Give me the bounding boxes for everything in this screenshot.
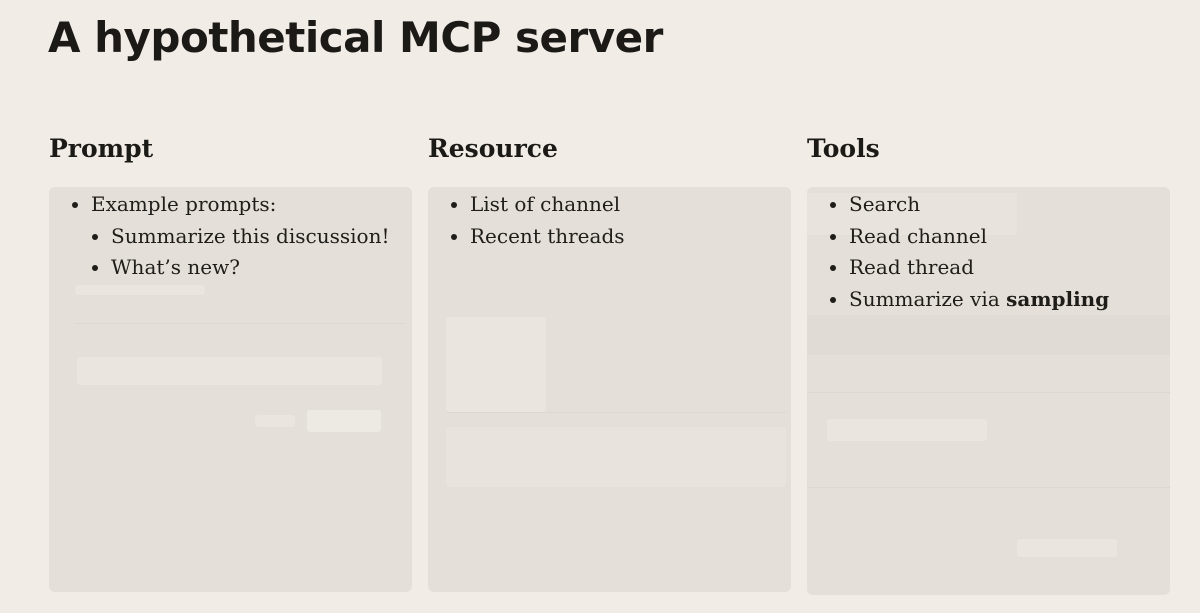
faded-divider <box>75 323 405 324</box>
list-item: Read channel <box>849 221 1109 253</box>
faded-divider <box>807 392 1170 393</box>
prompt-list: Example prompts: Summarize this discussi… <box>49 189 390 284</box>
resource-panel: List of channel Recent threads <box>428 187 791 592</box>
list-item: List of channel <box>470 189 625 221</box>
prompt-sublist: Summarize this discussion! What’s new? <box>91 221 390 284</box>
faded-divider <box>446 412 786 413</box>
faded-divider <box>807 487 1170 488</box>
emphasis-text: sampling <box>1006 286 1110 311</box>
prompt-column: Prompt Example prompts: Summarize this d… <box>49 130 412 592</box>
tools-list: Search Read channel Read thread Summariz… <box>807 189 1109 315</box>
list-item: What’s new? <box>111 252 390 284</box>
resource-list: List of channel Recent threads <box>428 189 625 252</box>
tools-panel: Search Read channel Read thread Summariz… <box>807 187 1170 595</box>
list-item: Search <box>849 189 1109 221</box>
faded-field <box>827 419 987 441</box>
slide-title: A hypothetical MCP server <box>48 13 663 62</box>
resource-heading: Resource <box>428 134 558 163</box>
faded-banner <box>807 315 1170 355</box>
faded-form-label <box>75 285 205 295</box>
list-item: Summarize this discussion! <box>111 221 390 253</box>
prompt-panel: Example prompts: Summarize this discussi… <box>49 187 412 592</box>
list-item-label: Summarize via <box>849 286 1007 311</box>
list-item-label: Example prompts: <box>91 192 277 216</box>
list-item: Summarize via sampling <box>849 284 1109 316</box>
faded-submit-button <box>307 410 381 432</box>
prompt-heading: Prompt <box>49 134 154 163</box>
list-item: Read thread <box>849 252 1109 284</box>
faded-input <box>77 357 382 385</box>
list-item: Recent threads <box>470 221 625 253</box>
tools-heading: Tools <box>807 134 880 163</box>
faded-button <box>1017 539 1117 557</box>
faded-toolbar <box>446 427 786 487</box>
faded-cancel-button <box>255 415 295 427</box>
faded-card <box>446 317 546 412</box>
list-item: Example prompts: Summarize this discussi… <box>91 189 390 284</box>
faded-chip <box>807 193 1017 235</box>
tools-column: Tools Search Read channel Read thread Su… <box>807 130 1170 595</box>
resource-column: Resource List of channel Recent threads <box>428 130 791 592</box>
